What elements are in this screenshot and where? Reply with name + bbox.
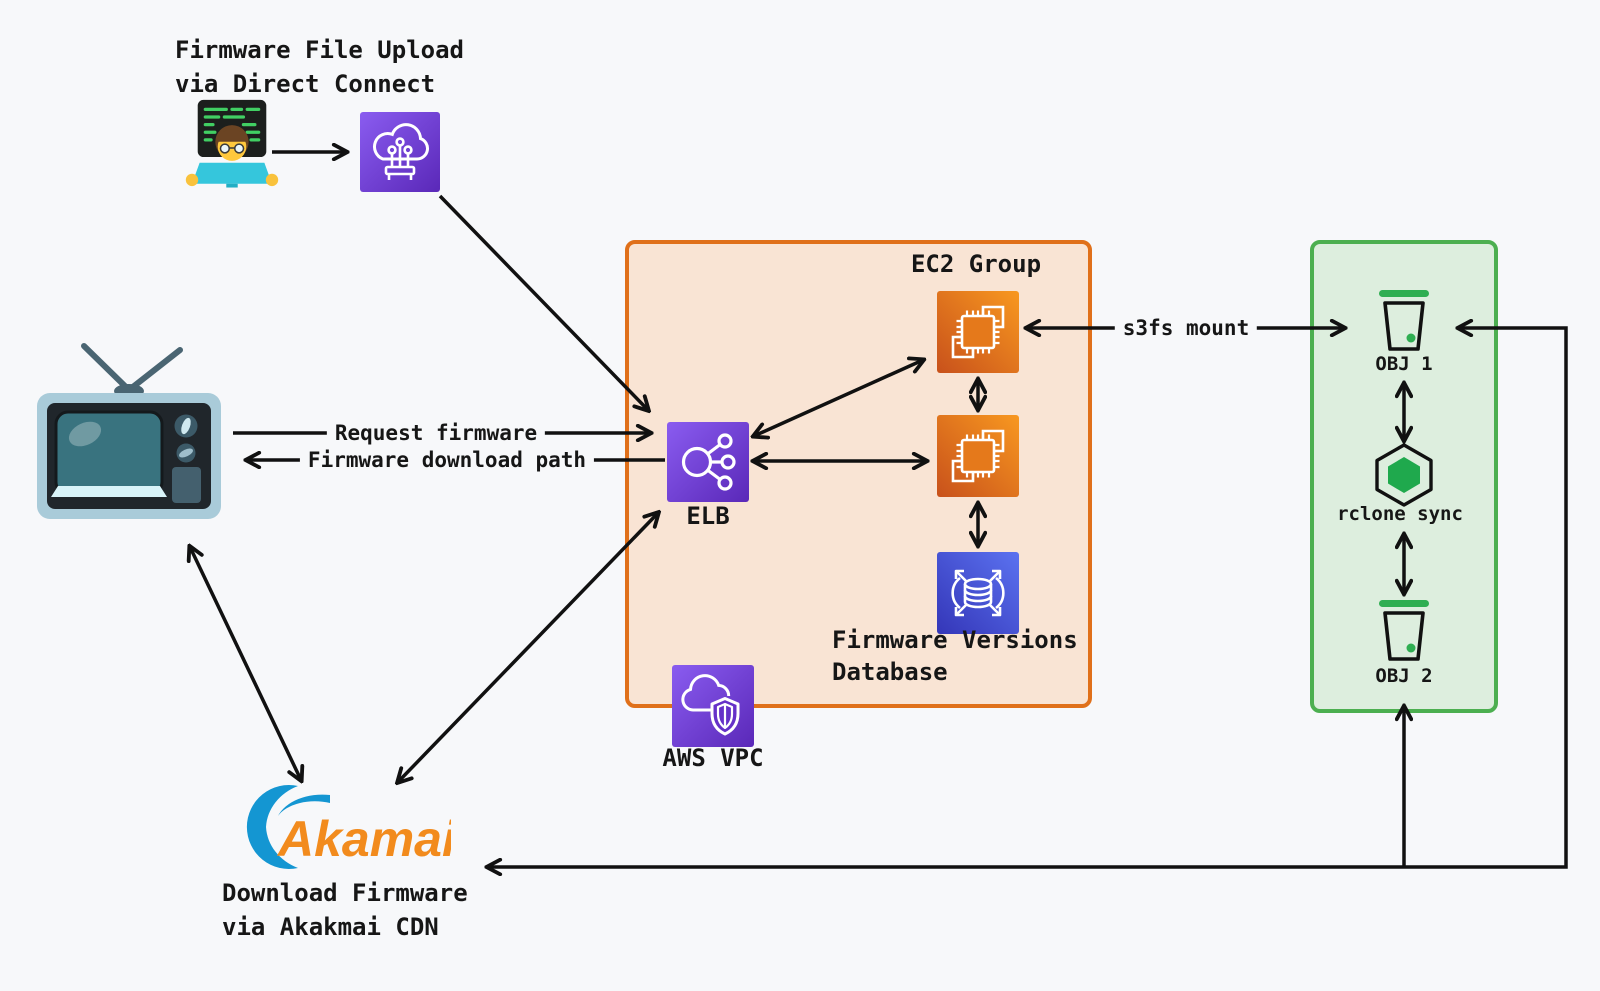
direct-connect-icon — [360, 112, 440, 192]
akamai-wordmark: Akamai — [276, 811, 451, 867]
obj2-label: OBJ 2 — [1375, 665, 1433, 687]
ec2-icon — [937, 415, 1019, 497]
rclone-label: rclone sync — [1337, 503, 1463, 525]
bucket-icon — [1379, 290, 1429, 351]
firmware-versions-database-node — [937, 552, 1019, 634]
tv-node — [30, 338, 228, 524]
akamai-caption-line2: via Akakmai CDN — [222, 913, 439, 941]
television-icon — [37, 343, 221, 519]
arrow-elb-ec2-1 — [754, 360, 923, 436]
elb-label: ELB — [686, 502, 730, 530]
developer-node — [182, 98, 282, 198]
database-label: Firmware Versions Database — [832, 624, 1078, 689]
bucket-icon — [1379, 600, 1429, 661]
s3fs-mount-edge-label: s3fs mount — [1114, 315, 1258, 341]
upload-title-line2: via Direct Connect — [175, 70, 436, 98]
aws-vpc-label: AWS VPC — [662, 744, 764, 772]
rclone-hexagon-icon — [1375, 443, 1433, 507]
arrow-obj1-akamai-loop — [488, 328, 1568, 867]
direct-connect-node — [360, 112, 440, 192]
elb-icon — [667, 422, 749, 502]
ec2-instance-2 — [937, 415, 1019, 497]
ec2-icon — [937, 291, 1019, 373]
upload-title: Firmware File Upload via Direct Connect — [175, 33, 464, 101]
akamai-caption-line1: Download Firmware — [222, 879, 468, 907]
rclone-node — [1372, 442, 1436, 508]
ec2-group-label: EC2 Group — [910, 250, 1042, 278]
akamai-logo: Akamai — [246, 785, 457, 869]
akamai-caption: Download Firmware via Akakmai CDN — [222, 876, 468, 944]
upload-title-line1: Firmware File Upload — [175, 36, 464, 64]
database-label-line2: Database — [832, 658, 948, 687]
request-firmware-edge-label: Request firmware — [326, 420, 546, 446]
obj2-node — [1374, 600, 1434, 668]
database-label-line1: Firmware Versions — [832, 626, 1078, 654]
elb-node — [667, 422, 749, 502]
technologist-icon — [185, 99, 279, 188]
firmware-download-path-edge-label: Firmware download path — [299, 447, 595, 473]
ec2-instance-1 — [937, 291, 1019, 373]
arrow-elb-akamai — [398, 513, 658, 782]
arrow-direct-connect-to-elb — [438, 194, 648, 410]
obj1-label: OBJ 1 — [1375, 353, 1433, 375]
arrow-tv-akamai — [190, 547, 301, 780]
aws-vpc-node — [672, 665, 754, 747]
akamai-node: Akamai — [226, 776, 457, 876]
obj1-node — [1374, 290, 1434, 358]
database-icon — [937, 552, 1019, 634]
vpc-icon — [672, 665, 754, 747]
